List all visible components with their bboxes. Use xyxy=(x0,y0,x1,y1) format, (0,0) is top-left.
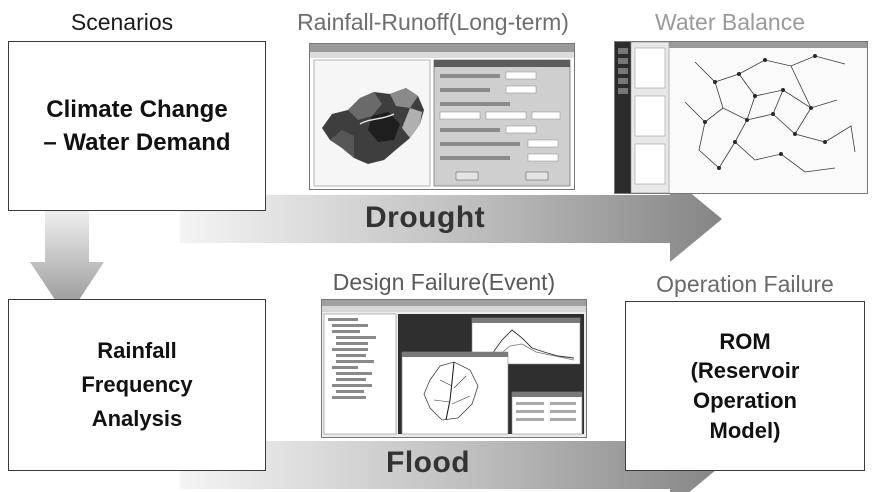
operation-failure-label: Operation Failure xyxy=(656,271,834,297)
water-balance-label: Water Balance xyxy=(655,9,805,35)
climate-line-2: – Water Demand xyxy=(43,129,231,156)
rainfall-frequency-box: Rainfall Frequency Analysis xyxy=(8,299,266,471)
climate-change-box: Climate Change – Water Demand xyxy=(8,41,266,211)
rom-line-2: (Reservoir xyxy=(690,358,800,384)
flood-label: Flood xyxy=(386,446,471,479)
rf-line-1: Rainfall xyxy=(97,337,177,363)
down-arrow xyxy=(30,208,104,318)
design-failure-label: Design Failure(Event) xyxy=(332,269,556,295)
water-balance-screenshot xyxy=(614,41,868,194)
rom-line-3: Operation xyxy=(693,388,797,413)
design-failure-screenshot xyxy=(321,299,587,438)
rf-line-3: Analysis xyxy=(91,406,183,432)
rom-line-1: ROM xyxy=(719,328,771,354)
rf-line-2: Frequency xyxy=(81,371,193,397)
rom-box: ROM (Reservoir Operation Model) xyxy=(625,301,865,471)
flood-arrow xyxy=(180,422,722,492)
scenarios-label: Scenarios xyxy=(70,9,174,35)
climate-line-1: Climate Change xyxy=(46,95,228,123)
drought-label: Drought xyxy=(365,201,486,234)
drought-arrow xyxy=(180,176,722,262)
rom-line-4: Model) xyxy=(709,417,781,443)
rainfall-runoff-label: Rainfall-Runoff(Long-term) xyxy=(297,9,569,35)
rainfall-runoff-screenshot xyxy=(309,43,575,190)
